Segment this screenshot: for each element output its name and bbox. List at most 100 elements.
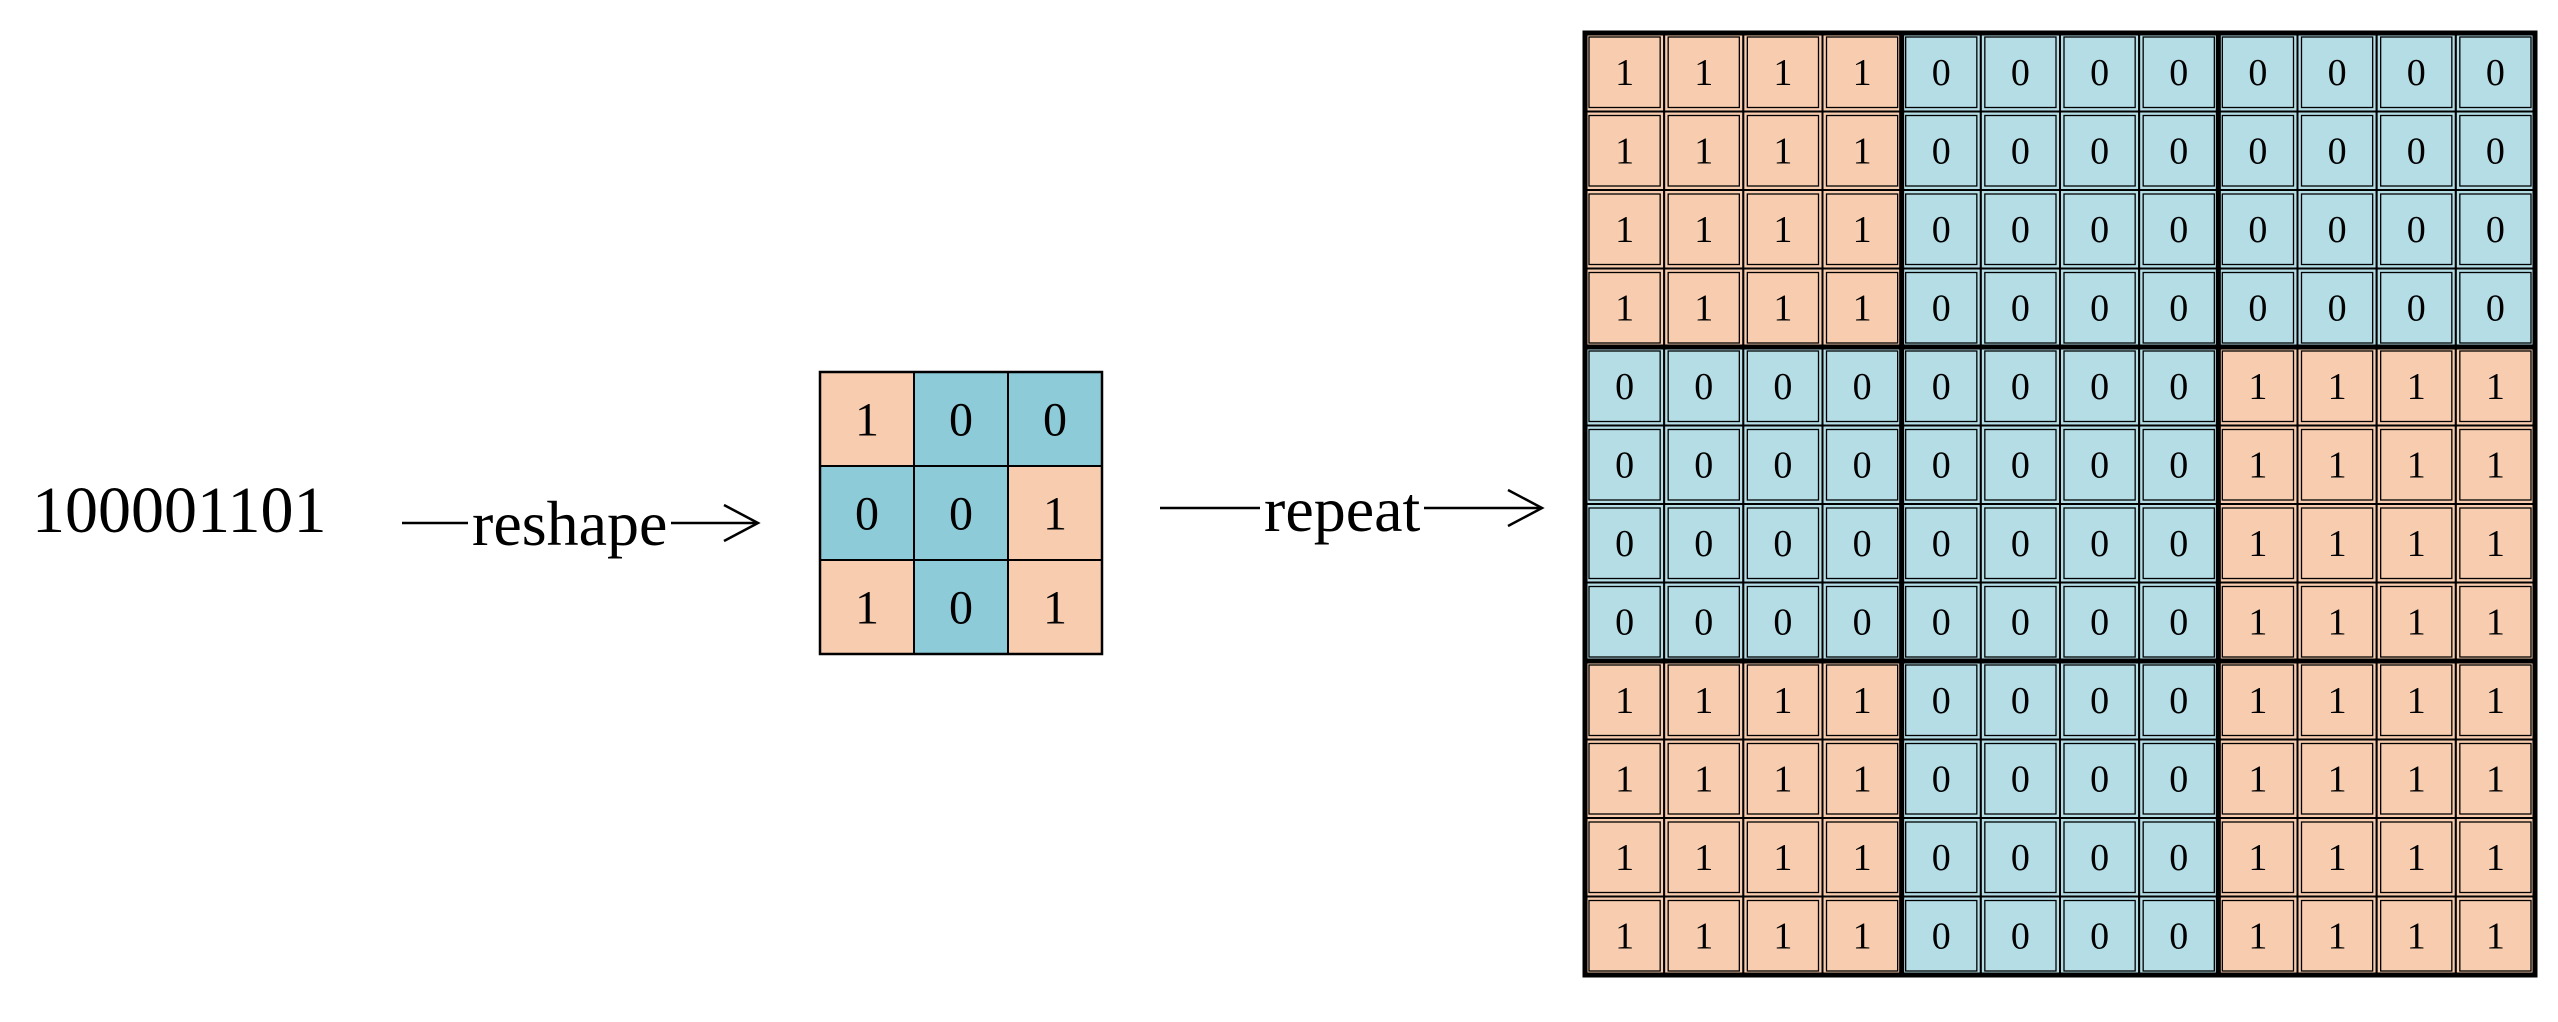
repeated-cell-value: 0 bbox=[1932, 837, 1951, 879]
repeated-cell-value: 1 bbox=[2486, 837, 2505, 879]
repeated-cell: 0 bbox=[2138, 738, 2220, 819]
repeated-cell: 1 bbox=[2217, 346, 2299, 427]
repeated-cell-value: 1 bbox=[2328, 523, 2347, 565]
repeated-cell: 1 bbox=[2296, 346, 2378, 427]
repeated-cell: 1 bbox=[1821, 189, 1903, 270]
repeated-cell-value: 1 bbox=[2248, 445, 2267, 487]
repeated-cell-value: 0 bbox=[2407, 288, 2426, 330]
repeated-cell: 0 bbox=[1663, 346, 1745, 427]
repeated-cell-value: 0 bbox=[2248, 52, 2267, 94]
repeated-cell-value: 0 bbox=[2169, 131, 2188, 173]
repeated-cell: 0 bbox=[1821, 346, 1903, 427]
repeated-cell-value: 0 bbox=[2169, 916, 2188, 958]
repeated-cell-value: 0 bbox=[1694, 366, 1713, 408]
repeated-cell-value: 1 bbox=[2486, 602, 2505, 644]
repeated-cell: 1 bbox=[1821, 32, 1903, 113]
repeated-cell-value: 1 bbox=[2248, 837, 2267, 879]
repeated-cell: 1 bbox=[1821, 110, 1903, 191]
repeated-cell-value: 0 bbox=[1615, 523, 1634, 565]
repeated-cell-value: 1 bbox=[1773, 209, 1792, 251]
repeated-cell: 1 bbox=[1742, 895, 1824, 976]
repeated-cell: 0 bbox=[2059, 660, 2141, 741]
repeated-cell: 1 bbox=[1584, 660, 1666, 741]
reshaped-cell-value: 0 bbox=[949, 393, 973, 446]
repeated-cell-value: 0 bbox=[1615, 445, 1634, 487]
repeated-cell: 0 bbox=[1979, 660, 2062, 741]
repeated-cell: 1 bbox=[1821, 738, 1903, 819]
repeated-cell: 1 bbox=[2296, 738, 2378, 819]
repeated-cell: 0 bbox=[2454, 110, 2536, 191]
repeated-cell: 1 bbox=[1821, 817, 1903, 898]
repeated-cell: 0 bbox=[1900, 895, 1982, 976]
repeated-cell: 0 bbox=[2059, 581, 2141, 662]
repeated-cell: 0 bbox=[2375, 32, 2457, 113]
repeated-cell-value: 0 bbox=[2486, 288, 2505, 330]
repeated-cell-value: 0 bbox=[2011, 445, 2030, 487]
repeated-cell: 0 bbox=[2454, 32, 2536, 113]
reshaped-cell: 0 bbox=[913, 371, 1009, 467]
repeated-cell: 1 bbox=[2454, 424, 2536, 505]
repeated-cell-value: 0 bbox=[2169, 52, 2188, 94]
repeated-cell: 0 bbox=[1900, 660, 1982, 741]
repeated-cell-value: 1 bbox=[2486, 916, 2505, 958]
repeated-cell-value: 0 bbox=[1932, 759, 1951, 801]
repeated-cell: 1 bbox=[2454, 660, 2536, 741]
repeated-cell-value: 0 bbox=[2090, 523, 2109, 565]
repeated-cell-value: 0 bbox=[1773, 523, 1792, 565]
reshaped-cell: 0 bbox=[819, 465, 915, 561]
repeated-border bbox=[1582, 30, 2538, 978]
repeated-cell-value: 1 bbox=[2328, 916, 2347, 958]
repeated-cell: 1 bbox=[1821, 267, 1903, 348]
repeated-cell-value: 1 bbox=[1853, 916, 1872, 958]
repeated-cell: 0 bbox=[1900, 738, 1982, 819]
repeated-cell: 0 bbox=[1900, 110, 1982, 191]
repeated-cell-value: 1 bbox=[2407, 366, 2426, 408]
repeated-cell: 0 bbox=[2375, 110, 2457, 191]
repeated-cell: 1 bbox=[1663, 660, 1745, 741]
repeated-cell-value: 1 bbox=[1694, 209, 1713, 251]
repeated-cell-value: 0 bbox=[1932, 523, 1951, 565]
input-bit-string: 100001101 bbox=[32, 474, 327, 547]
repeated-cell-value: 0 bbox=[2090, 916, 2109, 958]
repeated-cell: 1 bbox=[2454, 346, 2536, 427]
repeated-cell: 0 bbox=[1821, 581, 1903, 662]
repeated-cell: 0 bbox=[2059, 895, 2141, 976]
repeated-cell: 1 bbox=[2375, 346, 2457, 427]
repeated-cell-value: 0 bbox=[2328, 288, 2347, 330]
repeated-cell-value: 0 bbox=[1773, 366, 1792, 408]
repeated-cell: 0 bbox=[2059, 189, 2141, 270]
repeated-cell-value: 1 bbox=[1773, 288, 1792, 330]
reshaped-cell-value: 1 bbox=[855, 581, 879, 634]
repeated-cell-value: 0 bbox=[2169, 209, 2188, 251]
repeated-cell-value: 1 bbox=[2407, 445, 2426, 487]
repeated-cell: 0 bbox=[1584, 424, 1666, 505]
repeated-cell-value: 0 bbox=[2090, 680, 2109, 722]
repeated-cell-value: 0 bbox=[2248, 288, 2267, 330]
reshaped-cell: 0 bbox=[913, 465, 1009, 561]
repeated-cell: 0 bbox=[1979, 817, 2062, 898]
repeated-cell-value: 1 bbox=[2328, 837, 2347, 879]
repeated-cell-value: 1 bbox=[2248, 523, 2267, 565]
repeated-cell: 1 bbox=[2454, 581, 2536, 662]
repeated-cell-value: 1 bbox=[1615, 52, 1634, 94]
repeated-cell: 0 bbox=[1742, 503, 1824, 584]
repeated-cell-value: 0 bbox=[1853, 602, 1872, 644]
repeated-cell: 0 bbox=[2138, 110, 2220, 191]
repeated-cell-value: 0 bbox=[2011, 52, 2030, 94]
repeated-cell-value: 0 bbox=[2169, 366, 2188, 408]
repeated-cell: 0 bbox=[1979, 267, 2062, 348]
repeated-cell: 0 bbox=[2059, 267, 2141, 348]
repeated-cell-value: 1 bbox=[2407, 916, 2426, 958]
repeated-cell: 1 bbox=[2217, 660, 2299, 741]
repeated-cell-value: 1 bbox=[1773, 52, 1792, 94]
repeated-cell-value: 1 bbox=[1853, 131, 1872, 173]
repeated-cell-value: 1 bbox=[2486, 523, 2505, 565]
repeated-cell-value: 1 bbox=[1853, 759, 1872, 801]
repeated-cell: 1 bbox=[1742, 738, 1824, 819]
repeated-cell: 0 bbox=[2296, 110, 2378, 191]
repeated-cell-value: 0 bbox=[2248, 131, 2267, 173]
repeated-cell: 1 bbox=[1742, 817, 1824, 898]
repeated-cell-value: 1 bbox=[1694, 680, 1713, 722]
repeated-cell: 1 bbox=[1742, 189, 1824, 270]
reshaped-cell-value: 0 bbox=[1043, 393, 1067, 446]
